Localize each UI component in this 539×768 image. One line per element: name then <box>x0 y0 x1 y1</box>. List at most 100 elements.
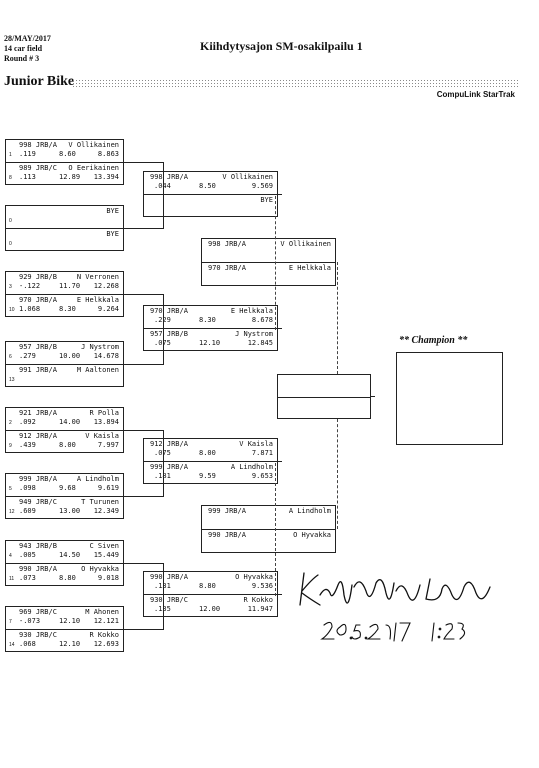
dial-in: 9.536 <box>251 582 273 590</box>
reaction-time: .005 <box>19 551 36 559</box>
reaction-time: .044 <box>154 182 171 190</box>
lane-number: 1 <box>9 152 12 158</box>
round3-top-slot: 998 JRB/A V Ollikainen <box>202 239 335 262</box>
dial-in: 9.619 <box>97 484 119 492</box>
bracket-connector <box>337 419 338 529</box>
car-number: 999 JRB/A <box>150 463 188 471</box>
racer-name: C Siven <box>89 542 119 550</box>
elapsed-time: 12.89 <box>59 173 81 181</box>
racer-name: N Verronen <box>76 273 119 281</box>
elapsed-time: 12.10 <box>59 617 81 625</box>
racer-name: V Kaisla <box>85 432 119 440</box>
bracket-line <box>124 162 164 163</box>
elapsed-time: 8.80 <box>199 582 216 590</box>
dial-in: 14.678 <box>93 352 119 360</box>
car-number: 970 JRB/A <box>208 264 246 272</box>
car-number: 929 JRB/B <box>19 273 57 281</box>
reaction-time: 1.068 <box>19 305 41 313</box>
race-date: 28/MAY/2017 <box>4 34 51 43</box>
lane-number: 10 <box>9 307 15 313</box>
elapsed-time: 14.00 <box>59 418 81 426</box>
reaction-time: .181 <box>154 472 171 480</box>
elapsed-time: 11.70 <box>59 282 81 290</box>
racer-name: R Kokko <box>89 631 119 639</box>
bracket-line <box>124 228 164 229</box>
racer-name: M Aaltonen <box>76 366 119 374</box>
brand-label: CompuLink StarTrak <box>436 90 515 99</box>
dial-in: 11.947 <box>247 605 273 613</box>
bracket-line <box>163 294 164 364</box>
car-number: 943 JRB/B <box>19 542 57 550</box>
car-number: 921 JRB/A <box>19 409 57 417</box>
bracket-line <box>163 162 164 228</box>
car-number: 998 JRB/A <box>208 240 246 248</box>
car-number: 970 JRB/A <box>19 296 57 304</box>
lane-number: 3 <box>9 284 12 290</box>
bracket-line <box>124 629 164 630</box>
handwritten-signature <box>299 572 491 642</box>
racer-name: V Ollikainen <box>280 240 331 248</box>
event-title: Kiihdytysajon SM-osakilpailu 1 <box>200 39 363 53</box>
dial-in: 8.863 <box>97 150 119 158</box>
racer-name: E Helkkala <box>230 307 273 315</box>
car-number: 930 JRB/C <box>19 631 57 639</box>
bracket-line <box>124 496 164 497</box>
field-size: 14 car field <box>4 44 43 53</box>
reaction-time: .131 <box>154 582 171 590</box>
reaction-time: -.073 <box>19 617 41 625</box>
racer-name: A Lindholm <box>230 463 273 471</box>
round3-bottom-slot: 990 JRB/A O Hyvakka <box>202 529 335 553</box>
bracket-line <box>278 328 282 329</box>
racer-name: R Polla <box>89 409 119 417</box>
champion-label: ** Champion ** <box>399 335 468 346</box>
lane-number: 11 <box>9 576 15 582</box>
racer-name: BYE <box>106 230 119 238</box>
dial-in: 12.121 <box>93 617 119 625</box>
elapsed-time: 12.00 <box>199 605 221 613</box>
bracket-line <box>163 563 164 629</box>
car-number: 990 JRB/A <box>19 565 57 573</box>
bracket-line <box>278 461 282 462</box>
dial-in: 15.449 <box>93 551 119 559</box>
car-number: 912 JRB/A <box>19 432 57 440</box>
class-name: Junior Bike <box>4 74 75 89</box>
car-number: 957 JRB/B <box>150 330 188 338</box>
lane-number: 7 <box>9 619 12 625</box>
bracket-line <box>124 430 164 431</box>
elapsed-time: 9.59 <box>199 472 216 480</box>
elapsed-time: 13.00 <box>59 507 81 515</box>
car-number: 957 JRB/B <box>19 343 57 351</box>
reaction-time: .068 <box>19 640 36 648</box>
bracket-line <box>124 364 164 365</box>
racer-name: T Turunen <box>81 498 119 506</box>
lane-number: 5 <box>9 486 12 492</box>
elapsed-time: 14.50 <box>59 551 81 559</box>
elapsed-time: 8.30 <box>199 316 216 324</box>
racer-name: BYE <box>106 207 119 215</box>
racer-name: A Lindholm <box>288 507 331 515</box>
bracket-line <box>371 396 375 397</box>
car-number: 990 JRB/A <box>208 531 246 539</box>
dotted-band <box>72 79 520 87</box>
round-number: Round # 3 <box>4 54 40 63</box>
racer-name: O Hyvakka <box>293 531 331 539</box>
dial-in: 7.997 <box>97 441 119 449</box>
